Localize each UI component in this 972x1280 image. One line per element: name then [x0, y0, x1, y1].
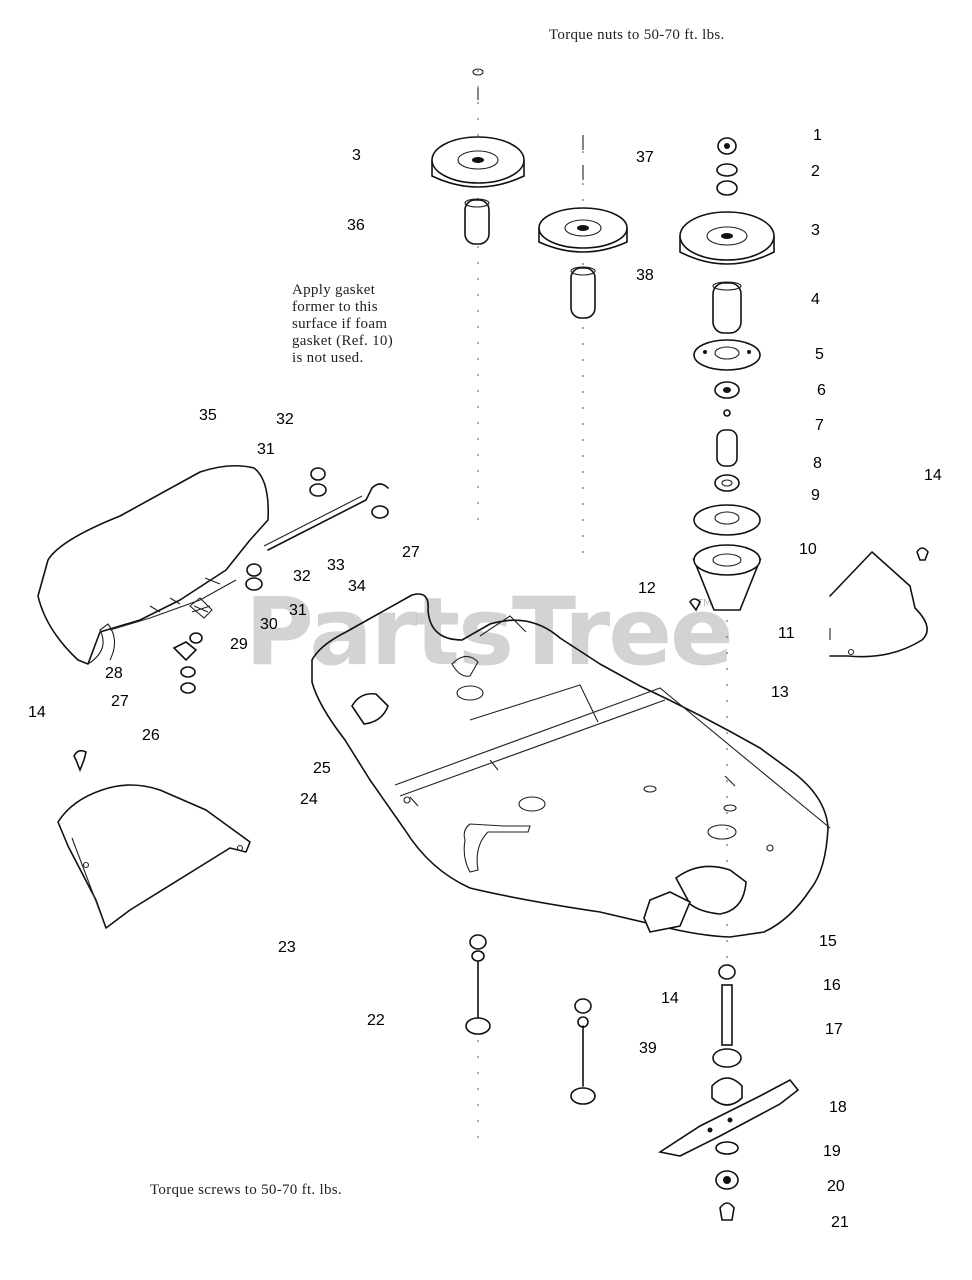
gasket-10	[693, 504, 761, 536]
callout-27-left: 27	[111, 693, 129, 710]
gasket-note: Apply gasket former to this surface if f…	[292, 282, 394, 366]
callout-25: 25	[313, 760, 331, 777]
callout-9: 9	[811, 487, 820, 504]
callout-1: 1	[813, 127, 822, 144]
callout-14-right: 14	[924, 467, 942, 484]
callout-6: 6	[817, 382, 826, 399]
callout-28: 28	[105, 665, 123, 682]
callout-29: 29	[230, 636, 248, 653]
callout-7: 7	[815, 417, 824, 434]
bearing-9	[714, 474, 740, 492]
callout-13: 13	[771, 684, 789, 701]
spacer-36	[464, 198, 490, 245]
callout-3-left: 3	[352, 147, 361, 164]
callout-39: 39	[639, 1040, 657, 1057]
callout-22: 22	[367, 1012, 385, 1029]
callout-16: 16	[823, 977, 841, 994]
callout-30: 30	[260, 616, 278, 633]
mower-deck-housing	[311, 593, 831, 938]
spacer-8	[716, 429, 738, 467]
callout-27-top: 27	[402, 544, 420, 561]
callout-4: 4	[811, 291, 820, 308]
callout-34: 34	[348, 578, 366, 595]
torque-nuts-note: Torque nuts to 50-70 ft. lbs.	[549, 27, 725, 43]
callout-31-mid: 31	[289, 602, 307, 619]
callout-15: 15	[819, 933, 837, 950]
blade-assembly	[657, 964, 800, 1221]
callout-35: 35	[199, 407, 217, 424]
callout-19: 19	[823, 1143, 841, 1160]
watermark-trademark: TM	[697, 598, 712, 609]
callout-20: 20	[827, 1178, 845, 1195]
torque-screws-note: Torque screws to 50-70 ft. lbs.	[150, 1182, 342, 1198]
bolt-22	[465, 934, 491, 1035]
callout-21: 21	[831, 1214, 849, 1231]
callout-37: 37	[636, 149, 654, 166]
callout-26: 26	[142, 727, 160, 744]
spindle-stack-right	[679, 137, 775, 612]
callout-38: 38	[636, 267, 654, 284]
discharge-chute	[37, 464, 270, 665]
callout-32-mid: 32	[293, 568, 311, 585]
callout-18: 18	[829, 1099, 847, 1116]
bolt-39	[570, 998, 596, 1105]
callout-36: 36	[347, 217, 365, 234]
callout-10: 10	[799, 541, 817, 558]
key-7	[723, 409, 731, 417]
callout-14-left: 14	[28, 704, 46, 721]
callout-11: 11	[778, 625, 795, 642]
washer-2	[716, 163, 738, 177]
spacer-4	[712, 282, 742, 334]
callout-33: 33	[327, 557, 345, 574]
callout-17: 17	[825, 1021, 843, 1038]
pulley-left	[431, 68, 525, 188]
bearing-housing-5	[693, 339, 761, 371]
callout-32-top: 32	[276, 411, 294, 428]
callout-3: 3	[811, 222, 820, 239]
callout-14-bottom: 14	[661, 990, 679, 1007]
screw-12	[689, 598, 701, 612]
callout-23: 23	[278, 939, 296, 956]
callout-8: 8	[813, 455, 822, 472]
deflector-guard-right	[829, 547, 929, 658]
spacer-38	[570, 266, 596, 319]
pulley-center	[538, 135, 628, 253]
callout-2: 2	[811, 163, 820, 180]
callout-labels: 1 2 3 4 5 6 7 8 9 10 11 12 13 14 15 16 1…	[28, 127, 942, 1231]
chute-rod-hardware	[172, 467, 389, 694]
callout-5: 5	[815, 346, 824, 363]
partstree-watermark: PartsTree	[245, 578, 734, 687]
callout-24: 24	[300, 791, 318, 808]
callout-31-top: 31	[257, 441, 275, 458]
deflector-guard-left	[57, 749, 251, 929]
callout-12: 12	[638, 580, 656, 597]
